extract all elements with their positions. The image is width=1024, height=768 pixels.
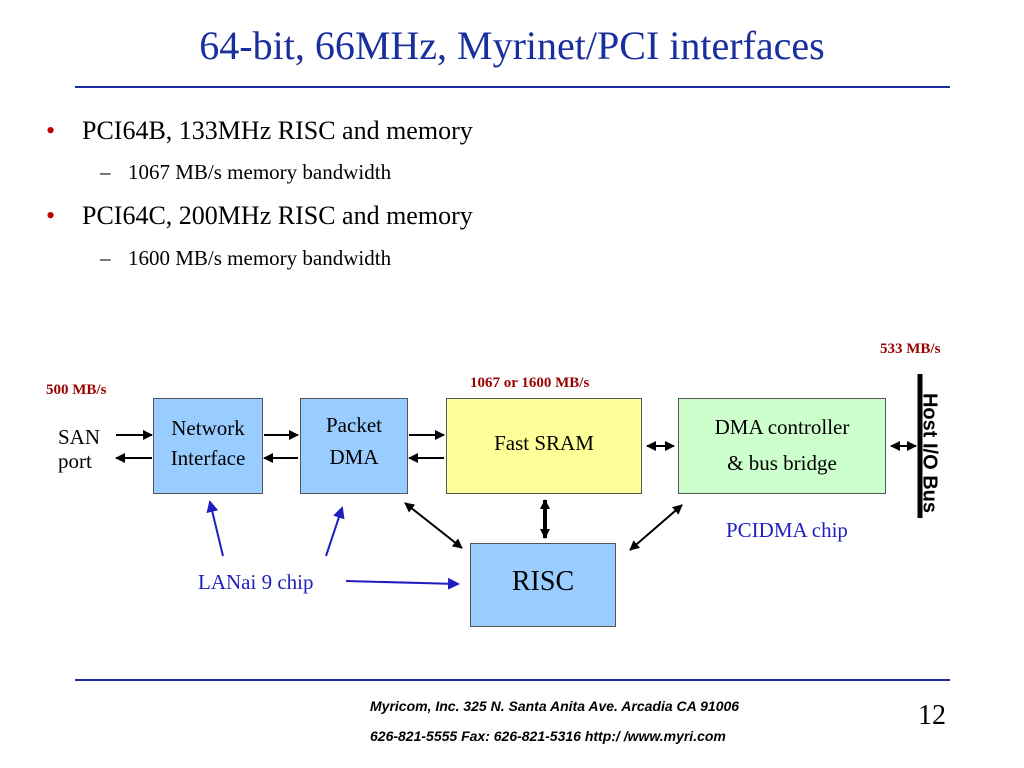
network-label-line1: Network — [171, 416, 245, 440]
risc-label: RISC — [511, 566, 575, 597]
packet-dma-block: Packet DMA — [300, 398, 408, 494]
lanai-chip-label: LANai 9 chip — [198, 570, 314, 594]
packet-label-line2: DMA — [329, 445, 379, 469]
bullet-dot-icon: • — [46, 201, 56, 230]
dma-risc-arrow — [629, 504, 683, 551]
san-label-line2: port — [58, 449, 92, 473]
dash-icon: – — [100, 160, 111, 184]
rate-sram: 1067 or 1600 MB/s — [470, 375, 590, 391]
bullet-2: • PCI64C, 200MHz RISC and memory — [46, 201, 473, 231]
page-number: 12 — [918, 700, 946, 731]
title-rule — [75, 86, 950, 88]
network-label-line2: Interface — [170, 446, 246, 470]
dma-label-line2: & bus bridge — [727, 451, 837, 475]
rate-san: 500 MB/s — [46, 382, 107, 398]
san-label-line1: SAN — [58, 425, 101, 449]
footer-rule — [75, 679, 950, 681]
rate-host: 533 MB/s — [880, 341, 941, 357]
packet-risc-arrow — [404, 502, 463, 549]
bullet-2-text: PCI64C, 200MHz RISC and memory — [82, 201, 473, 230]
network-interface-block: Network Interface — [153, 398, 263, 494]
dma-controller-block: DMA controller & bus bridge — [678, 398, 886, 494]
lanai-to-ni-pointer — [206, 500, 224, 557]
fast-sram-block: Fast SRAM — [446, 398, 642, 494]
sub-bullet-2-text: 1600 MB/s memory bandwidth — [128, 246, 392, 270]
bullet-dot-icon: • — [46, 116, 56, 145]
packet-label-line1: Packet — [326, 413, 382, 437]
dash-icon: – — [100, 246, 111, 270]
bullet-1-text: PCI64B, 133MHz RISC and memory — [82, 116, 473, 145]
slide-title: 64-bit, 66MHz, Myrinet/PCI interfaces — [199, 23, 825, 68]
sub-bullet-1-text: 1067 MB/s memory bandwidth — [128, 160, 392, 184]
lanai-to-risc-pointer — [345, 577, 460, 590]
pcidma-chip-label: PCIDMA chip — [726, 518, 848, 542]
footer-contact: 626-821-5555 Fax: 626-821-5316 http:/ /w… — [370, 728, 726, 744]
lanai-to-packet-pointer — [325, 506, 345, 557]
sram-label: Fast SRAM — [494, 431, 594, 455]
bullet-1: • PCI64B, 133MHz RISC and memory — [46, 116, 473, 146]
dma-label-line1: DMA controller — [714, 415, 850, 439]
sub-bullet-2: – 1600 MB/s memory bandwidth — [100, 246, 392, 271]
sub-bullet-1: – 1067 MB/s memory bandwidth — [100, 160, 392, 185]
san-port-label: SAN port — [58, 425, 100, 473]
risc-block: RISC — [470, 543, 616, 627]
footer-address: Myricom, Inc. 325 N. Santa Anita Ave. Ar… — [370, 698, 740, 714]
